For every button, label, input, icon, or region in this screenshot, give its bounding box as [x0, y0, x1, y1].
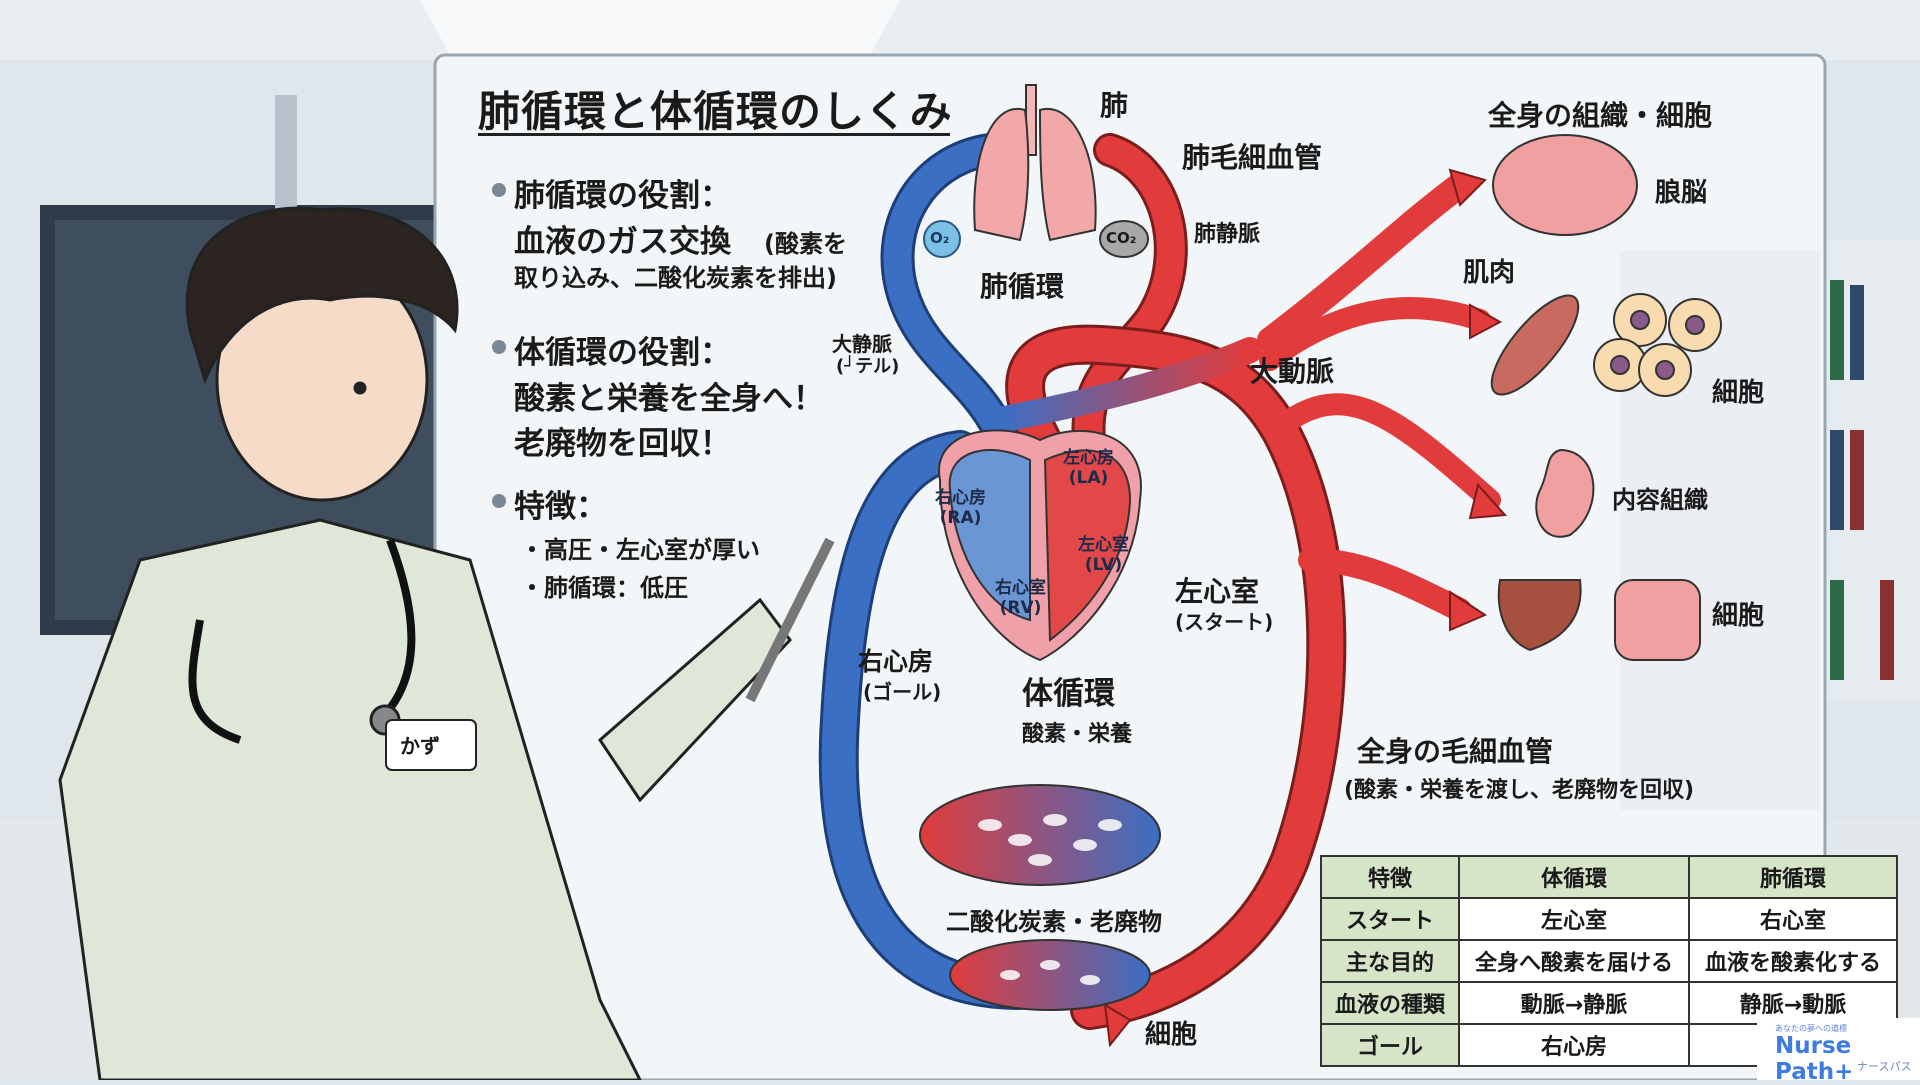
ra-goal-sublabel: (ゴール) [863, 680, 942, 704]
hair [185, 206, 459, 385]
feature-2: ・肺循環：低圧 [520, 574, 688, 602]
vena-cava-sublabel: (┘テル) [836, 356, 900, 377]
nurse-path-logo: あなたの夢への道標 Nurse Path+ ナースパス [1757, 1018, 1920, 1085]
cells-label-2: 細胞 [1712, 601, 1765, 631]
table-cell: 動脈→静脈 [1458, 981, 1690, 1025]
stomach-icon [1535, 448, 1595, 538]
right-atrium-label: 右心房 (RA) [935, 488, 986, 528]
row-header: ゴール [1320, 1023, 1460, 1067]
table-cell: 右心室 [1688, 897, 1898, 941]
cell-bottom-label: 細胞 [1145, 1020, 1198, 1050]
systemic-circulation-label: 体循環 [1022, 676, 1115, 712]
nurse-character [58, 206, 835, 1080]
heart-illustration [938, 429, 1142, 662]
systemic-role-heading: 体循環の役割： [514, 335, 731, 371]
cells-label-1: 細胞 [1712, 378, 1765, 408]
row-header: 主な目的 [1320, 939, 1460, 983]
bullet-dot [492, 340, 506, 354]
brain-icon [1492, 134, 1638, 236]
table-cell: 右心房 [1458, 1023, 1690, 1067]
aorta-label: 大動脈 [1250, 355, 1335, 388]
artery-branch-liver [1298, 548, 1472, 622]
left-atrium-label: 左心房 (LA) [1063, 448, 1114, 488]
artery-branch-muscle [1259, 297, 1491, 371]
stomach-label: 内容組織 [1612, 486, 1708, 514]
left-ventricle-label: 左心室 (LV) [1078, 535, 1129, 575]
pulmonary-role-line1-small: (酸素を [764, 230, 847, 258]
page-title: 肺循環と体循環のしくみ [478, 87, 953, 136]
table-cell: 血液を酸素化する [1688, 939, 1898, 983]
co2-waste-label: 二酸化炭素・老廃物 [946, 908, 1162, 936]
organs-heading: 全身の組織・細胞 [1488, 99, 1713, 132]
artery-branch-brain [1257, 172, 1473, 353]
intestine-icon [1614, 579, 1701, 661]
bullet-dot [492, 494, 506, 508]
pulmonary-capillary-label: 肺毛細血管 [1182, 141, 1323, 174]
blood-vessels [818, 133, 1501, 1030]
lungs-illustration [973, 84, 1097, 242]
table-header-row: 特徴 体循環 肺循環 [1320, 855, 1898, 899]
table-cell: 左心室 [1458, 897, 1690, 941]
logo-tagline: あなたの夢への道標 [1775, 1024, 1847, 1033]
vena-cava [821, 433, 1037, 1007]
systemic-role-line1: 酸素と栄養を全身へ！ [514, 381, 824, 417]
liver-icon [1497, 579, 1582, 652]
capillary-network [919, 784, 1161, 1011]
o2-label: O₂ [930, 229, 950, 247]
systemic-role-line2: 老廃物を回収！ [514, 426, 731, 462]
o2-bubble [923, 220, 961, 258]
artery-branch-stomach [1279, 393, 1501, 511]
arrowheads [1103, 168, 1508, 1048]
table-header: 特徴 [1320, 855, 1460, 899]
table-header: 肺循環 [1688, 855, 1898, 899]
vena-cava-label: 大静脈 [832, 332, 892, 356]
body-capillary-sublabel: (酸素・栄養を渡し、老廃物を回収) [1344, 778, 1695, 803]
pulmonary-artery [883, 136, 1024, 484]
table-row: 血液の種類動脈→静脈静脈→動脈 [1320, 981, 1898, 1025]
lv-start-sublabel: (スタート) [1175, 610, 1274, 634]
row-header: スタート [1320, 897, 1460, 941]
pen-icon [745, 537, 835, 703]
co2-label: CO₂ [1106, 229, 1137, 247]
bullet-dot [492, 183, 506, 197]
pulmonary-role-line1: 血液のガス交換 [514, 224, 731, 260]
aorta [1008, 327, 1344, 1027]
pulmonary-vein-label: 肺静脈 [1194, 222, 1261, 247]
name-badge [385, 719, 477, 771]
body-capillary-label: 全身の毛細血管 [1357, 735, 1554, 768]
table-row: 主な目的全身へ酸素を届ける血液を酸素化する [1320, 939, 1898, 983]
pulmonary-role-heading: 肺循環の役割： [514, 178, 731, 214]
title-underline [478, 133, 950, 136]
pulmonary-circulation-label: 肺循環 [980, 270, 1065, 303]
organ-illustrations [1490, 134, 1722, 661]
table-row: スタート左心室右心室 [1320, 897, 1898, 941]
stethoscope-icon [188, 538, 416, 744]
muscle-label: 肌肉 [1463, 258, 1516, 288]
right-ventricle-label: 右心室 (RV) [995, 578, 1046, 618]
brain-label: 朖脳 [1655, 178, 1708, 208]
ra-goal-label: 右心房 [858, 647, 934, 676]
features-heading: 特徴： [514, 489, 607, 525]
name-badge-text: かず [400, 734, 440, 758]
feature-1: ・高圧・左心室が厚い [520, 536, 760, 564]
oxygen-nutrients-label: 酸素・栄養 [1022, 722, 1133, 747]
pulmonary-role-line2: 取り込み、二酸化炭素を排出) [514, 264, 837, 292]
co2-bubble [1099, 220, 1149, 258]
muscle-icon [1490, 294, 1580, 396]
scrubs [58, 518, 642, 1080]
table-cell: 全身へ酸素を届ける [1458, 939, 1690, 983]
lv-start-label: 左心室 [1175, 575, 1260, 608]
logo-kana: ナースパス [1857, 1060, 1912, 1073]
table-header: 体循環 [1458, 855, 1690, 899]
lung-label: 肺 [1100, 89, 1129, 122]
row-header: 血液の種類 [1320, 981, 1460, 1025]
